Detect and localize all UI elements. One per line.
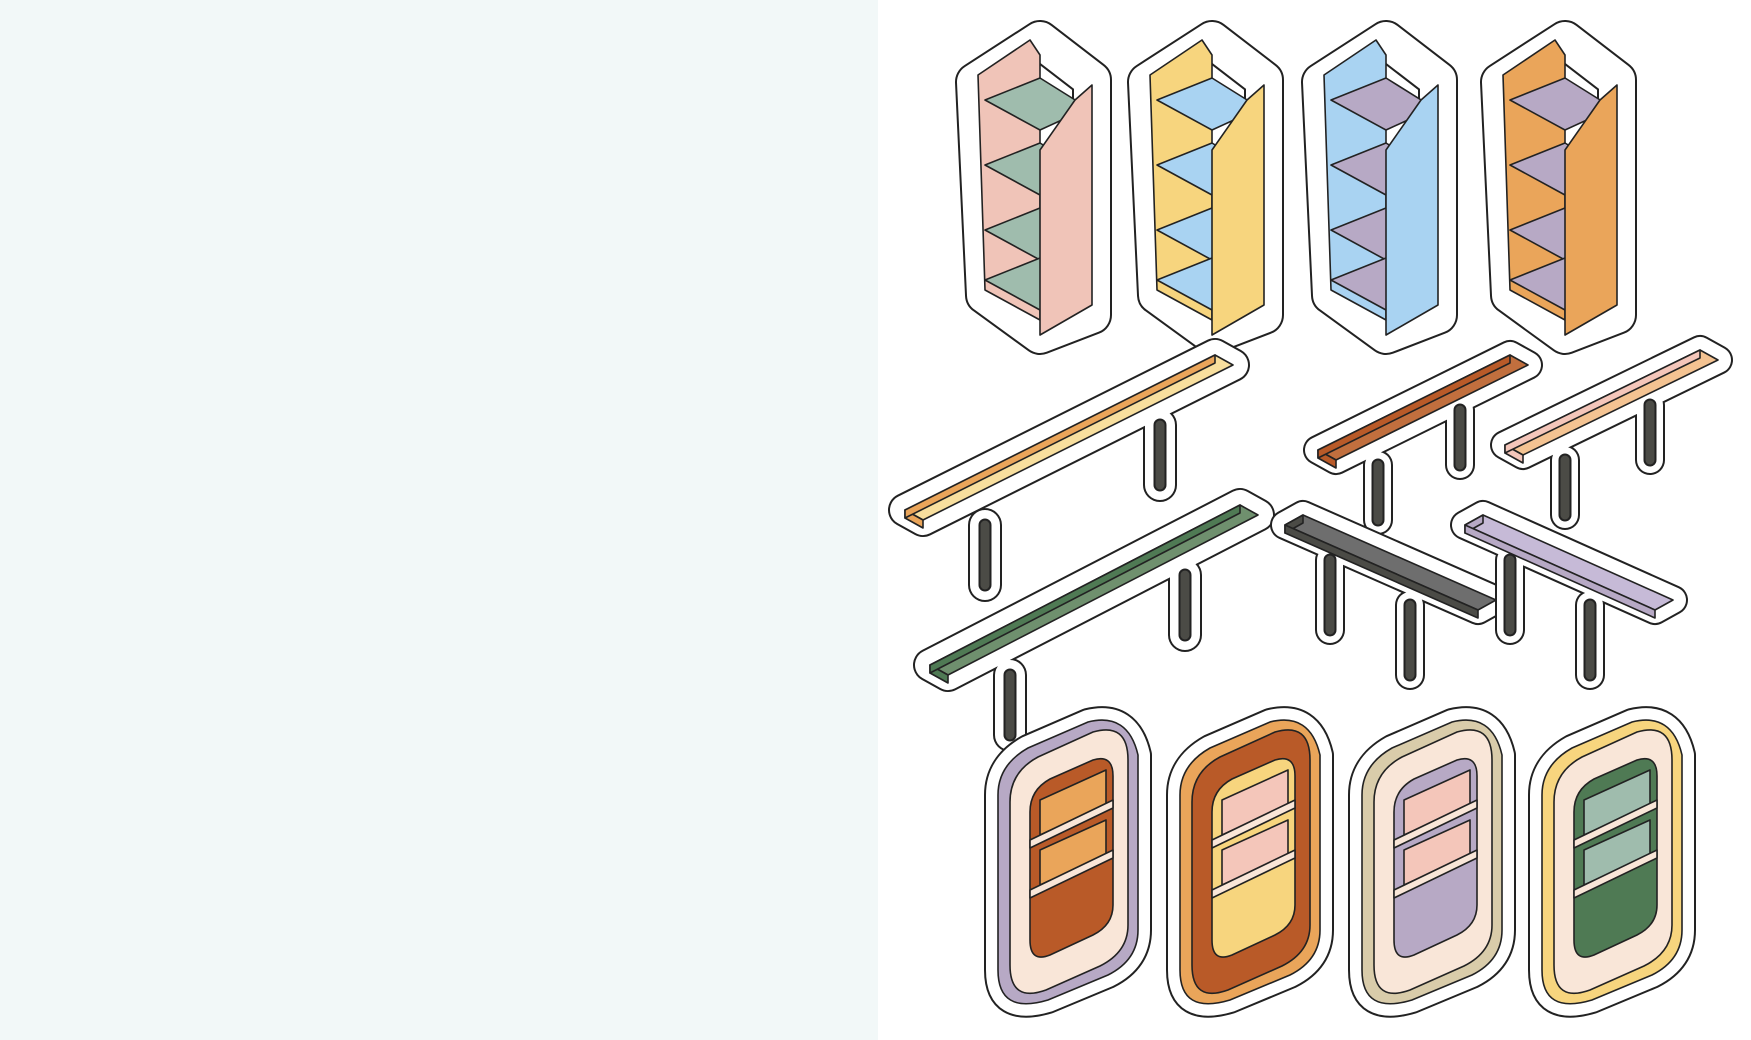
bench-top bbox=[904, 354, 1234, 521]
shelf-side-panel bbox=[1211, 84, 1265, 336]
tall-shelf-orange-lavender bbox=[1480, 20, 1637, 355]
tall-shelf-pink-sage bbox=[955, 20, 1112, 355]
cabinet-shelf-1 bbox=[1573, 799, 1658, 849]
tall-shelves-group bbox=[955, 20, 1637, 355]
tall-shelf-sky-lavender bbox=[1301, 20, 1458, 355]
bench-front-edge bbox=[1317, 354, 1511, 459]
bench-forest-long bbox=[913, 488, 1275, 752]
shelf-side-panel bbox=[1039, 84, 1093, 336]
bench-front-edge bbox=[929, 504, 1241, 674]
bench-rust-short bbox=[1303, 340, 1543, 535]
bench-charcoal-short bbox=[1270, 500, 1511, 690]
rounded-cabinet-orange-pink bbox=[1166, 706, 1334, 1018]
cabinet-shelf-2 bbox=[1573, 849, 1658, 899]
cabinet-shelf-1 bbox=[1211, 799, 1296, 849]
tall-shelf-yellow-sky bbox=[1127, 20, 1284, 355]
cabinet-shelf-2 bbox=[1393, 849, 1478, 899]
cabinet-shelf-1 bbox=[1029, 799, 1114, 849]
rounded-cabinet-yellow-green bbox=[1528, 706, 1696, 1018]
bench-lilac-short bbox=[1450, 500, 1688, 690]
blank-left-panel bbox=[0, 0, 878, 1040]
bench-peach-short bbox=[1490, 335, 1733, 530]
rounded-cabinets-group bbox=[984, 706, 1696, 1018]
rounded-cabinet-lavender-orange bbox=[984, 706, 1152, 1018]
cabinet-shelf-2 bbox=[1211, 849, 1296, 899]
bench-front-edge bbox=[1504, 349, 1701, 454]
cabinet-shelf-1 bbox=[1393, 799, 1478, 849]
shelf-side-panel bbox=[1385, 84, 1439, 336]
benches-group bbox=[888, 335, 1733, 752]
bench-butter-long bbox=[888, 338, 1250, 602]
cabinet-shelf-2 bbox=[1029, 849, 1114, 899]
bench-front-edge bbox=[904, 354, 1216, 519]
bench-front-edge bbox=[1284, 524, 1479, 619]
rounded-cabinet-cream-lavender bbox=[1348, 706, 1516, 1018]
bench-front-edge bbox=[1464, 524, 1656, 619]
shelf-side-panel bbox=[1564, 84, 1618, 336]
